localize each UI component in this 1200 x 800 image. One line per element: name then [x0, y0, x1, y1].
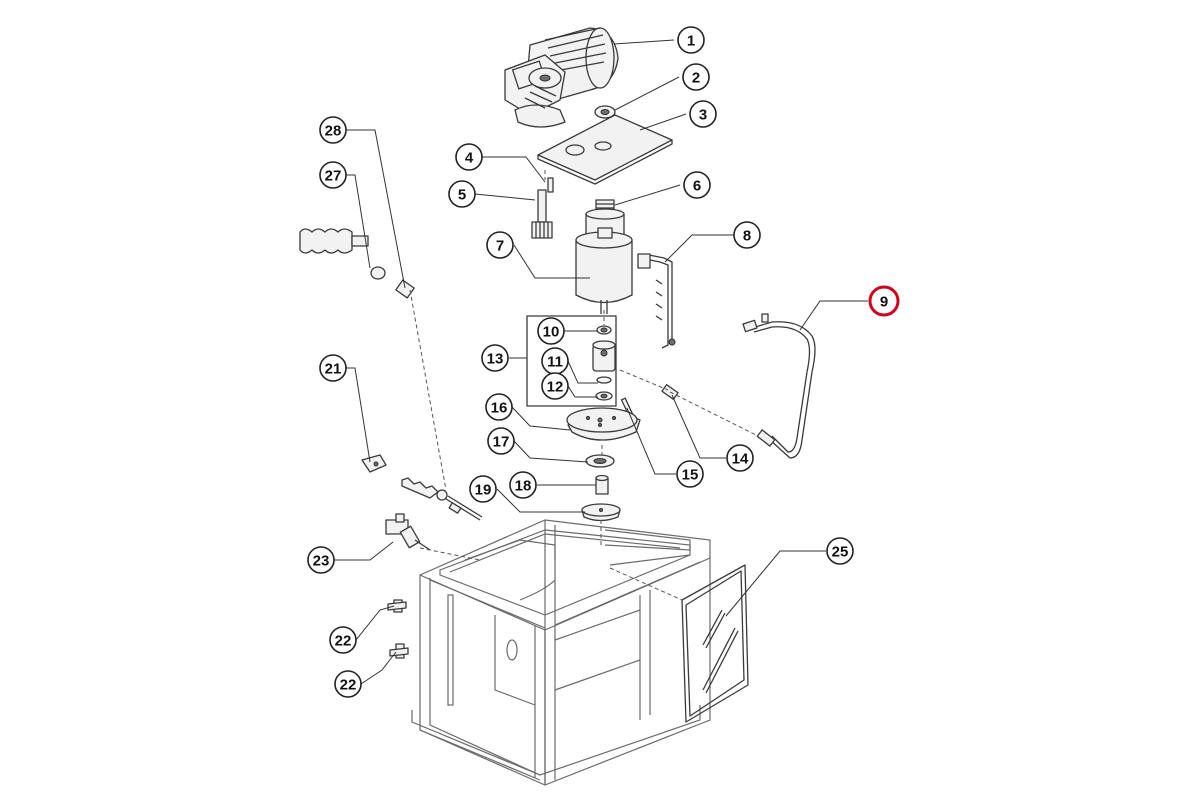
cylinder-housing-part	[575, 199, 633, 314]
bearing-part	[594, 105, 616, 119]
svg-text:16: 16	[491, 400, 508, 417]
bowl-part	[581, 503, 621, 545]
cabinet-frame	[411, 519, 711, 786]
callout-1[interactable]: 1	[677, 26, 705, 54]
callout-21[interactable]: 21	[319, 354, 347, 382]
assembly-lines	[409, 170, 759, 601]
svg-text:19: 19	[475, 482, 492, 499]
callout-6[interactable]: 6	[683, 171, 711, 199]
leader-lines	[334, 39, 868, 685]
shaft-part	[531, 189, 553, 239]
motor-part	[504, 27, 619, 128]
bracket-part	[637, 253, 676, 349]
svg-text:27: 27	[325, 168, 342, 185]
svg-text:13: 13	[487, 351, 504, 368]
callout-13[interactable]: 13	[481, 344, 509, 372]
svg-text:3: 3	[699, 107, 707, 124]
callout-3[interactable]: 3	[689, 100, 717, 128]
svg-text:21: 21	[325, 361, 342, 378]
svg-text:6: 6	[693, 178, 701, 195]
callout-4[interactable]: 4	[455, 143, 483, 171]
svg-text:25: 25	[832, 544, 849, 561]
svg-text:1: 1	[687, 33, 695, 50]
callout-10[interactable]: 10	[537, 317, 565, 345]
clamp-part-21	[361, 454, 387, 473]
bushing-part	[595, 474, 609, 495]
svg-text:7: 7	[496, 238, 504, 255]
callout-11[interactable]: 11	[541, 347, 569, 375]
svg-text:15: 15	[682, 467, 699, 484]
key-part	[547, 177, 554, 193]
callout-8[interactable]: 8	[733, 221, 761, 249]
callout-19[interactable]: 19	[469, 475, 497, 503]
svg-text:8: 8	[743, 228, 751, 245]
callout-14[interactable]: 14	[726, 444, 754, 472]
seal-part	[596, 325, 612, 335]
callout-7[interactable]: 7	[486, 231, 514, 259]
callout-22-lower[interactable]: 22	[334, 670, 362, 698]
callout-9-highlighted[interactable]: 9	[868, 285, 900, 317]
callout-15[interactable]: 15	[676, 460, 704, 488]
svg-text:5: 5	[458, 187, 466, 204]
svg-text:10: 10	[543, 324, 560, 341]
valve-part-23	[385, 513, 431, 551]
svg-text:4: 4	[465, 150, 474, 167]
callout-22-upper[interactable]: 22	[329, 626, 357, 654]
top-plate-part	[537, 114, 673, 185]
callout-23[interactable]: 23	[307, 546, 335, 574]
svg-text:14: 14	[732, 451, 749, 468]
callout-17[interactable]: 17	[487, 427, 515, 455]
assembly-group-box	[526, 315, 617, 407]
foot-bracket-upper	[387, 599, 407, 613]
callout-27[interactable]: 27	[319, 161, 347, 189]
callout-25[interactable]: 25	[826, 537, 854, 565]
svg-text:9: 9	[880, 294, 888, 311]
washer-part	[595, 391, 613, 401]
callout-16[interactable]: 16	[485, 393, 513, 421]
disc-part	[566, 407, 641, 441]
glass-panel-part	[681, 564, 749, 723]
callout-5[interactable]: 5	[448, 180, 476, 208]
ring-part	[585, 454, 615, 468]
svg-text:22: 22	[340, 677, 357, 694]
svg-text:22: 22	[335, 633, 352, 650]
sensor-part	[401, 477, 483, 521]
callout-18[interactable]: 18	[509, 471, 537, 499]
drain-valve-part-27	[299, 228, 386, 280]
callout-28[interactable]: 28	[319, 116, 347, 144]
svg-text:11: 11	[547, 354, 563, 371]
svg-text:28: 28	[325, 123, 342, 140]
svg-text:2: 2	[692, 70, 700, 87]
coupling-part	[592, 340, 616, 384]
svg-text:23: 23	[313, 553, 330, 570]
tube-part	[742, 313, 816, 459]
svg-text:12: 12	[547, 379, 564, 396]
svg-text:18: 18	[515, 478, 532, 495]
callout-12[interactable]: 12	[541, 372, 569, 400]
plug-part-28	[395, 279, 415, 299]
callout-2[interactable]: 2	[682, 63, 710, 91]
svg-text:17: 17	[493, 434, 510, 451]
